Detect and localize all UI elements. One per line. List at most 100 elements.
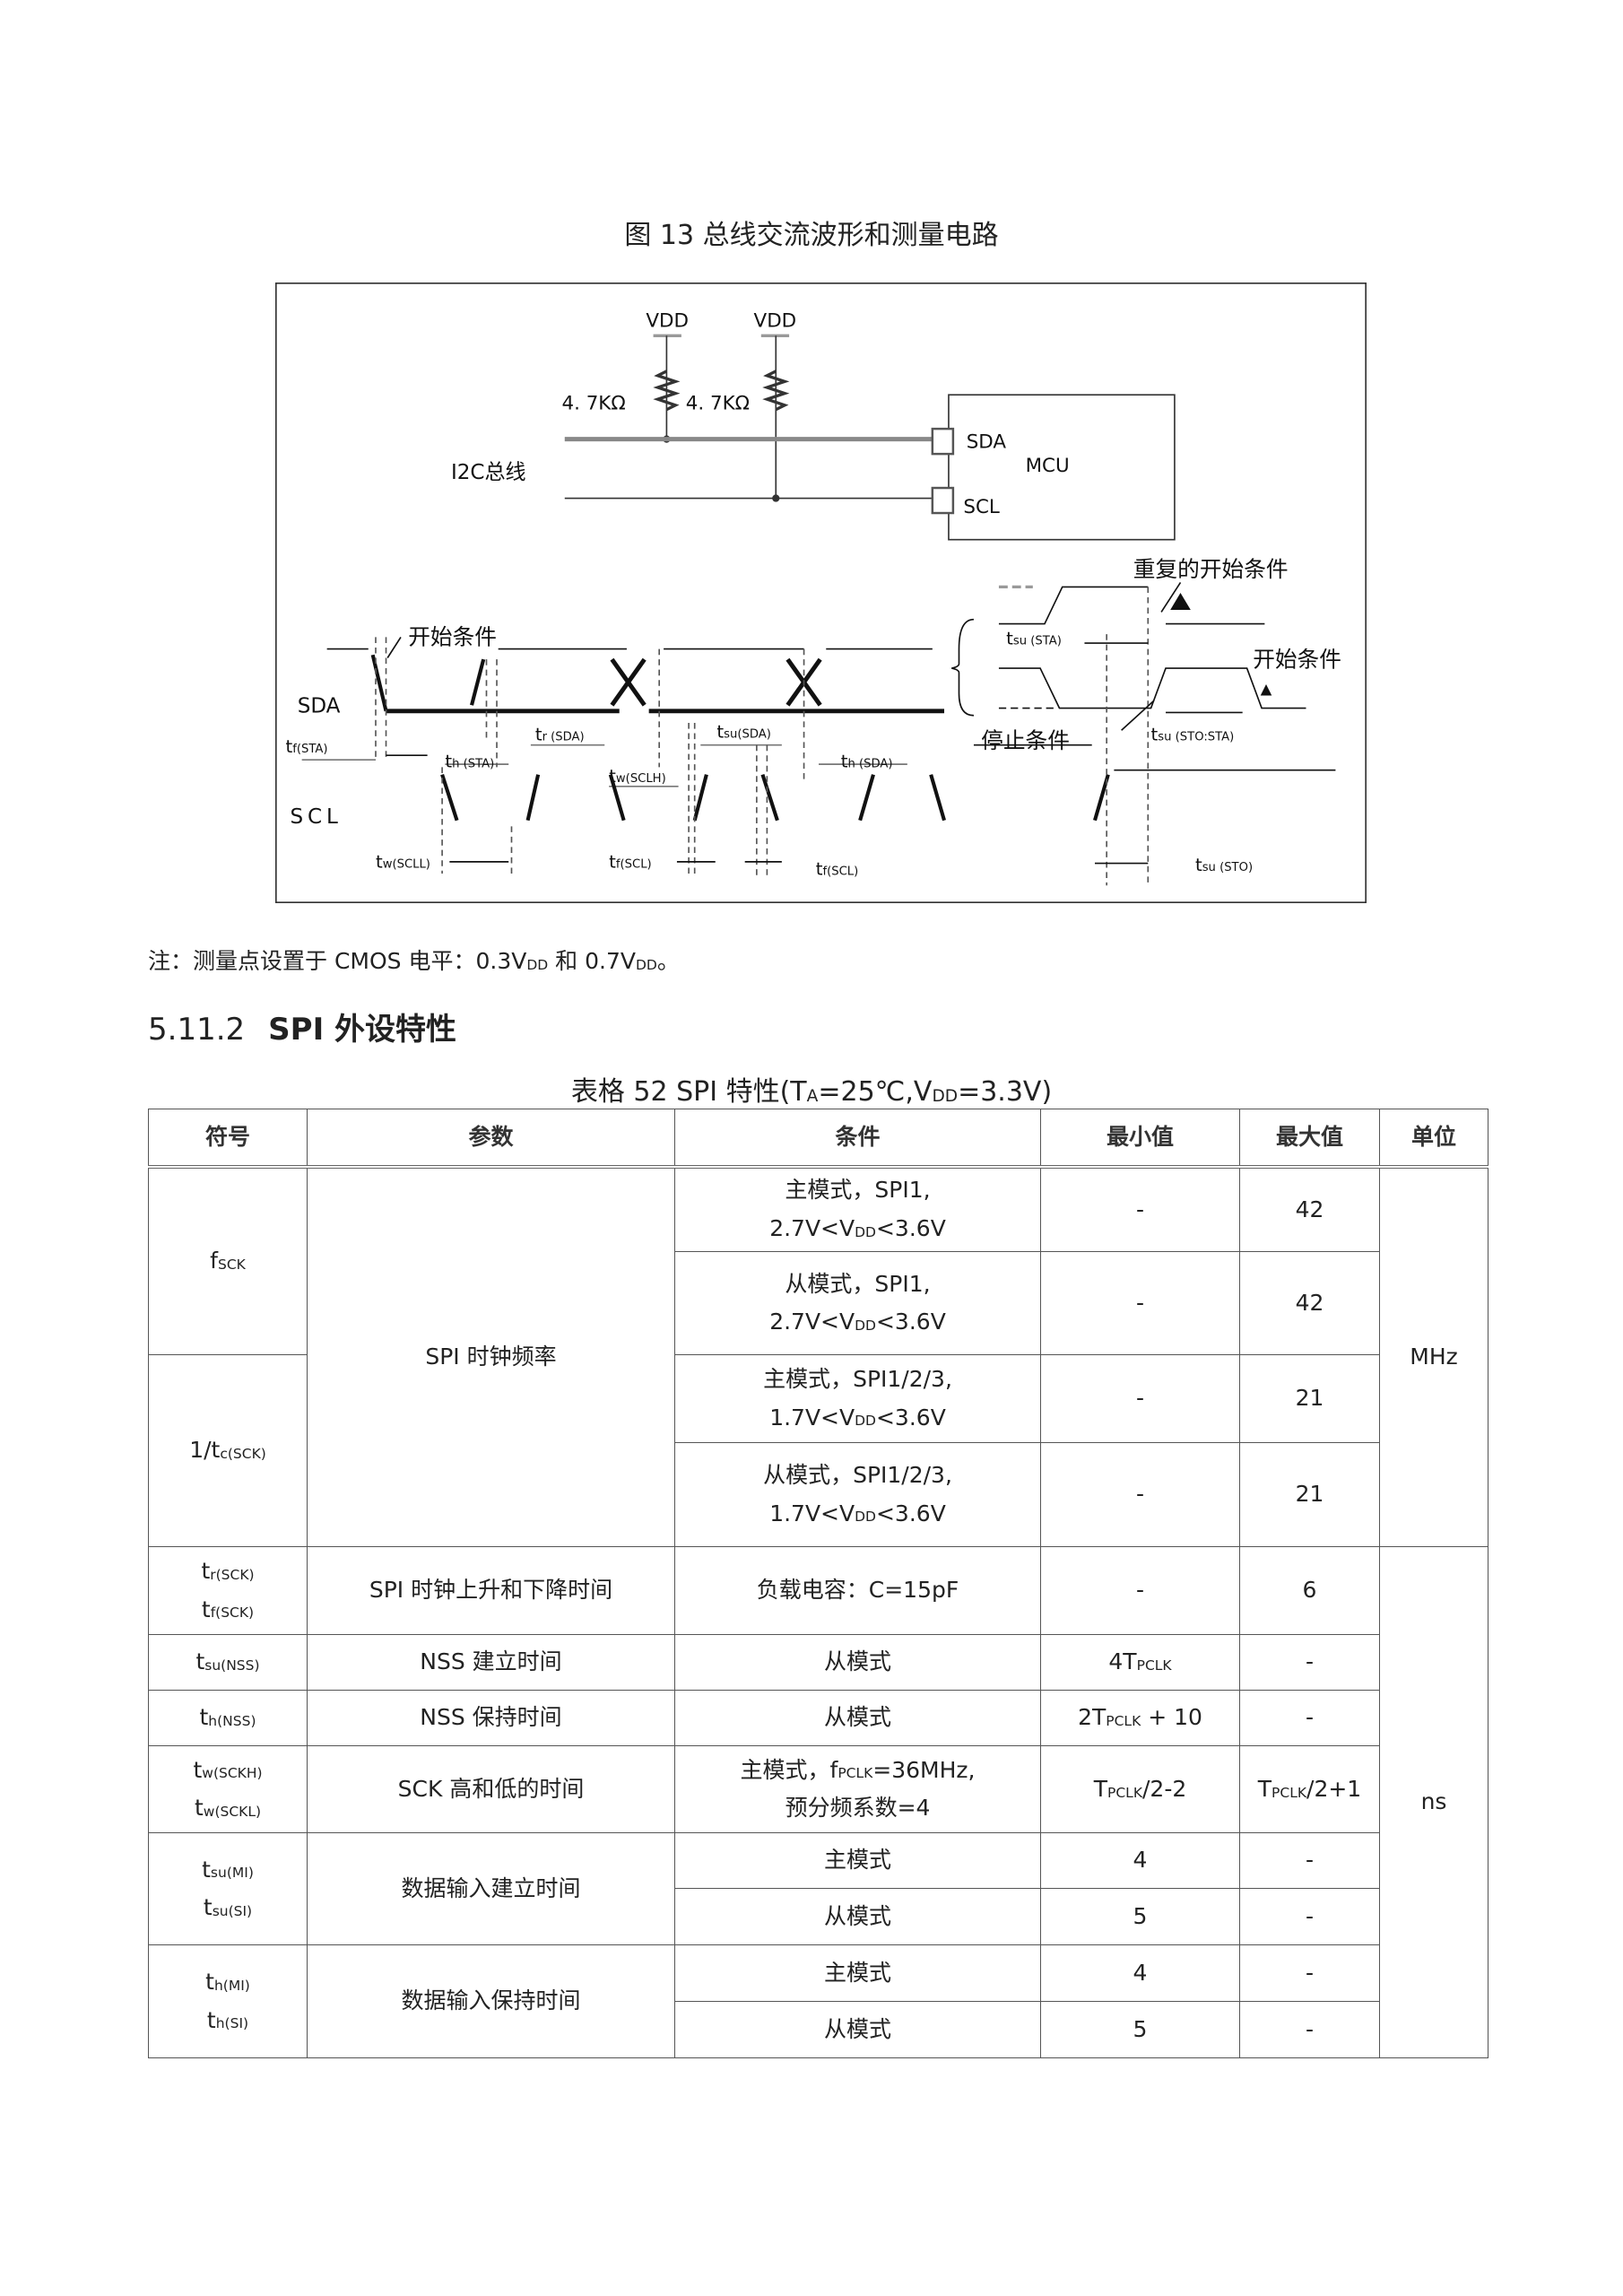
condition-cell: 主模式	[674, 1832, 1041, 1889]
max-cell: TPCLK/2+1	[1239, 1745, 1380, 1833]
subscript-text: SCK	[217, 1256, 246, 1273]
symbol-cell: tw(SCKH)tw(SCKL)	[148, 1745, 308, 1833]
param-cell: NSS 建立时间	[307, 1634, 675, 1691]
table-row: th(MI)th(SI) 数据输入保持时间 主模式 4 -	[148, 1944, 1488, 2058]
subscript-text: DD	[526, 956, 549, 973]
text-run: t	[195, 1648, 205, 1675]
scl-signal-label: SCL	[290, 805, 342, 829]
condition-cell: 从模式，SPI1, 2.7V<VDD<3.6V	[674, 1251, 1041, 1355]
subscript-text: DD	[855, 1317, 876, 1334]
table-row: 从模式，SPI1, 2.7V<VDD<3.6V - 42	[149, 1251, 1488, 1355]
scl-pin	[931, 486, 955, 515]
subscript-text: DD	[932, 1086, 959, 1106]
pullup-resistors	[653, 334, 790, 502]
text-run: f	[210, 1248, 218, 1274]
tsu-sta-label: tsu (STA)	[1006, 629, 1062, 649]
th-sta-label: th (STA)	[445, 751, 494, 771]
vdd-label: VDD	[754, 309, 797, 332]
text-run: =25℃,V	[818, 1076, 933, 1108]
condition-cell: 主模式	[674, 1944, 1041, 2002]
condition-cell: 从模式	[674, 2001, 1041, 2058]
figure-title: 图 13 总线交流波形和测量电路	[624, 220, 999, 251]
tsu-sto-sta-label: tsu (STO:STA)	[1151, 725, 1235, 745]
mcu-box	[948, 394, 1176, 541]
table-caption: 表格 52 SPI 特性(TA=25℃,VDD=3.3V)	[0, 1069, 1623, 1109]
subscript-text: w(SCKH)	[202, 1765, 263, 1782]
symbol-cell: th(MI)th(SI)	[148, 1944, 308, 2058]
text-run: 4T	[1108, 1648, 1137, 1675]
subscript-text: h(NSS)	[208, 1713, 256, 1730]
text-run: t	[201, 1558, 211, 1584]
th-sda-label: th (SDA)	[841, 751, 893, 771]
max-cell: -	[1239, 1944, 1380, 2002]
text-run: 。	[656, 948, 680, 974]
text-run: /2-2	[1142, 1775, 1187, 1802]
min-cell: -	[1040, 1251, 1240, 1355]
text-run: 主模式，SPI1/2/3,	[763, 1366, 952, 1392]
min-cell: -	[1040, 1354, 1240, 1443]
condition-cell: 负载电容：C=15pF	[674, 1546, 1041, 1635]
text-run: <3.6V	[875, 1214, 946, 1241]
param-cell: SPI 时钟上升和下降时间	[307, 1546, 675, 1635]
condition-cell: 主模式，SPI1/2/3,1.7V<VDD<3.6V	[674, 1354, 1041, 1443]
param-cell: 数据输入建立时间	[307, 1832, 675, 1945]
text-run: T	[1093, 1775, 1108, 1802]
text-run: 2.7V<V	[769, 1214, 855, 1241]
header-cell: 符号	[148, 1109, 308, 1169]
sda-signal-label: SDA	[298, 694, 341, 718]
measurement-note: 注：测量点设置于 CMOS 电平：0.3VDD 和 0.7VDD。	[148, 944, 680, 976]
max-cell: -	[1239, 1888, 1380, 1945]
text-run: 1/t	[189, 1437, 221, 1464]
param-cell: NSS 保持时间	[307, 1690, 675, 1746]
pin-sda-label: SDA	[967, 431, 1007, 454]
condition-cell: 从模式，SPI1/2/3,1.7V<VDD<3.6V	[674, 1442, 1041, 1547]
table-row: tsu(MI)tsu(SI) 数据输入建立时间 主模式 4 -	[148, 1832, 1488, 1945]
table-row: 从模式，SPI1/2/3,1.7V<VDD<3.6V - 21	[149, 1442, 1488, 1547]
table-header-row: 符号 参数 条件 最小值 最大值 单位	[148, 1109, 1488, 1169]
section-title: SPI 外设特性	[268, 1012, 457, 1048]
param-cell: SCK 高和低的时间	[307, 1745, 675, 1833]
diagram-frame	[275, 283, 1367, 903]
repeated-start-label: 重复的开始条件	[1133, 556, 1289, 582]
text-run: /2+1	[1306, 1775, 1362, 1802]
subscript-text: PCLK	[1136, 1657, 1172, 1674]
symbol-cell: 1/tc(SCK)	[148, 1354, 308, 1547]
text-run: <3.6V	[875, 1309, 946, 1335]
header-cell: 单位	[1379, 1109, 1488, 1169]
subscript-text: h(SI)	[215, 2015, 249, 2032]
text-run: =3.3V)	[958, 1076, 1053, 1108]
subscript-text: su(MI)	[210, 1865, 254, 1882]
table-row: tsu(NSS) NSS 建立时间 从模式 4TPCLK -	[148, 1634, 1488, 1691]
text-run: t	[203, 1894, 213, 1920]
text-run: + 10	[1141, 1704, 1202, 1731]
timing-labels: tf(STA) th (STA) tr (SDA) tw(SCLH) tsu(S…	[286, 629, 1254, 880]
subscript-text: PCLK	[838, 1765, 873, 1782]
text-run: 2.7V<V	[769, 1309, 855, 1335]
pin-scl-label: SCL	[963, 496, 1000, 518]
symbol-cell: tsu(NSS)	[148, 1634, 308, 1691]
param-cell: SPI 时钟频率	[307, 1166, 675, 1547]
condition-cell: 从模式	[674, 1690, 1041, 1746]
condition-cell: 主模式，SPI1,2.7V<VDD<3.6V	[674, 1166, 1041, 1252]
table-row: tr(SCK)tf(SCK) SPI 时钟上升和下降时间 负载电容：C=15pF…	[148, 1546, 1488, 2058]
table-row: th(NSS) NSS 保持时间 从模式 2TPCLK + 10 -	[148, 1690, 1488, 1746]
subscript-text: su(NSS)	[204, 1657, 260, 1674]
text-run: 预分频系数=4	[785, 1795, 931, 1821]
resistor-value: 4. 7KΩ	[686, 393, 750, 415]
tsu-sto-label: tsu (STO)	[1195, 855, 1253, 875]
tf-scl-label: tf(SCL)	[816, 859, 859, 880]
condition-cell: 从模式	[674, 1634, 1041, 1691]
spi-characteristics-table: 符号 参数 条件 最小值 最大值 单位 fSCK SPI 时钟频率 主模式，SP…	[148, 1109, 1488, 2058]
max-cell: 42	[1239, 1251, 1380, 1355]
subscript-text: h(MI)	[213, 1977, 250, 1994]
min-cell: -	[1040, 1546, 1240, 1635]
text-run: 从模式，SPI1/2/3,	[763, 1462, 952, 1488]
stop-condition-label: 停止条件	[981, 727, 1070, 753]
min-cell: 5	[1040, 1888, 1240, 1945]
text-run: t	[202, 1856, 211, 1883]
symbol-cell: tr(SCK)tf(SCK)	[148, 1546, 308, 1635]
text-run: 从模式，SPI1,	[785, 1270, 931, 1297]
text-run: t	[199, 1704, 209, 1731]
table-row: tw(SCKH)tw(SCKL) SCK 高和低的时间 主模式，fPCLK=36…	[148, 1745, 1488, 1833]
